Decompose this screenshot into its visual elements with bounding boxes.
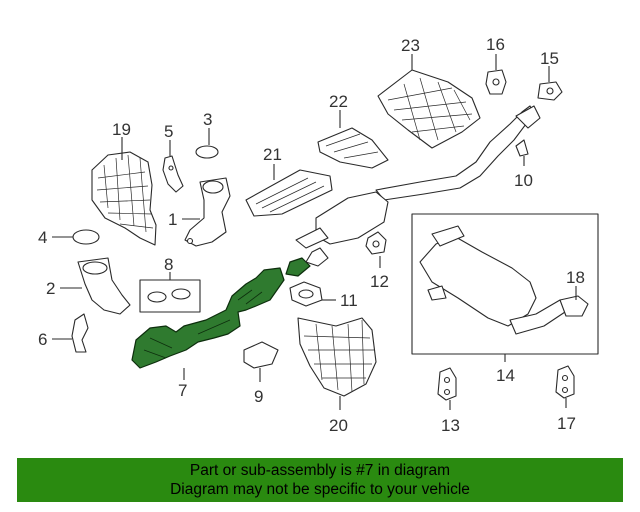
part-15-gasket[interactable] — [537, 81, 563, 101]
callout-6[interactable]: 6 — [38, 330, 47, 349]
callout-4[interactable]: 4 — [38, 228, 47, 247]
part-12-hanger[interactable] — [365, 231, 387, 255]
callout-7[interactable]: 7 — [178, 381, 187, 400]
callout-1[interactable]: 1 — [168, 210, 177, 229]
part-14-muffler-assembly[interactable] — [411, 213, 599, 355]
callout-17[interactable]: 17 — [557, 414, 576, 433]
part-4-gasket[interactable] — [72, 229, 100, 245]
callout-11[interactable]: 11 — [340, 291, 358, 310]
part-11-gasket[interactable] — [289, 281, 323, 307]
part-3-gasket[interactable] — [195, 145, 219, 159]
exhaust-parts-diagram: 19 5 3 1 4 2 — [38, 35, 599, 435]
part-23-heat-shield[interactable] — [377, 69, 481, 149]
part-19-heat-shield[interactable] — [91, 151, 157, 246]
part-1-converter[interactable] — [184, 177, 231, 247]
callout-15[interactable]: 15 — [540, 49, 559, 68]
callout-19[interactable]: 19 — [112, 120, 131, 139]
callout-10[interactable]: 10 — [514, 171, 533, 190]
part-8-gasket-set[interactable] — [139, 279, 201, 313]
part-22-heat-shield[interactable] — [317, 127, 389, 169]
part-2-converter[interactable] — [77, 257, 131, 315]
part-10-center-pipe[interactable] — [375, 105, 541, 201]
callout-8[interactable]: 8 — [164, 255, 173, 274]
callout-5[interactable]: 5 — [164, 122, 173, 141]
resonator[interactable] — [295, 191, 389, 267]
part-9-heat-shield[interactable] — [243, 341, 279, 369]
callout-22[interactable]: 22 — [329, 92, 348, 111]
info-banner: Part or sub-assembly is #7 in diagram Di… — [17, 458, 623, 502]
callout-18[interactable]: 18 — [566, 268, 585, 287]
callout-20[interactable]: 20 — [329, 416, 348, 435]
callout-16[interactable]: 16 — [486, 35, 505, 54]
callout-12[interactable]: 12 — [370, 272, 389, 291]
callout-3[interactable]: 3 — [203, 110, 212, 129]
part-16-hanger[interactable] — [485, 69, 507, 95]
part-17-hanger[interactable] — [555, 365, 575, 399]
part-20-heat-shield[interactable] — [297, 317, 377, 397]
part-13-hanger[interactable] — [437, 367, 457, 401]
part-5-bracket[interactable] — [162, 155, 184, 193]
part-6-bracket[interactable] — [71, 313, 89, 353]
part-7-front-pipe-highlighted[interactable] — [131, 257, 311, 369]
callout-9[interactable]: 9 — [254, 387, 263, 406]
callout-23[interactable]: 23 — [401, 36, 420, 55]
banner-line-disclaimer: Diagram may not be specific to your vehi… — [170, 481, 470, 498]
callout-13[interactable]: 13 — [441, 416, 460, 435]
callout-14[interactable]: 14 — [496, 366, 515, 385]
callout-2[interactable]: 2 — [46, 279, 55, 298]
banner-line-part-number: Part or sub-assembly is #7 in diagram — [189, 462, 451, 479]
part-21-heat-shield[interactable] — [245, 169, 333, 217]
callout-21[interactable]: 21 — [263, 145, 282, 164]
